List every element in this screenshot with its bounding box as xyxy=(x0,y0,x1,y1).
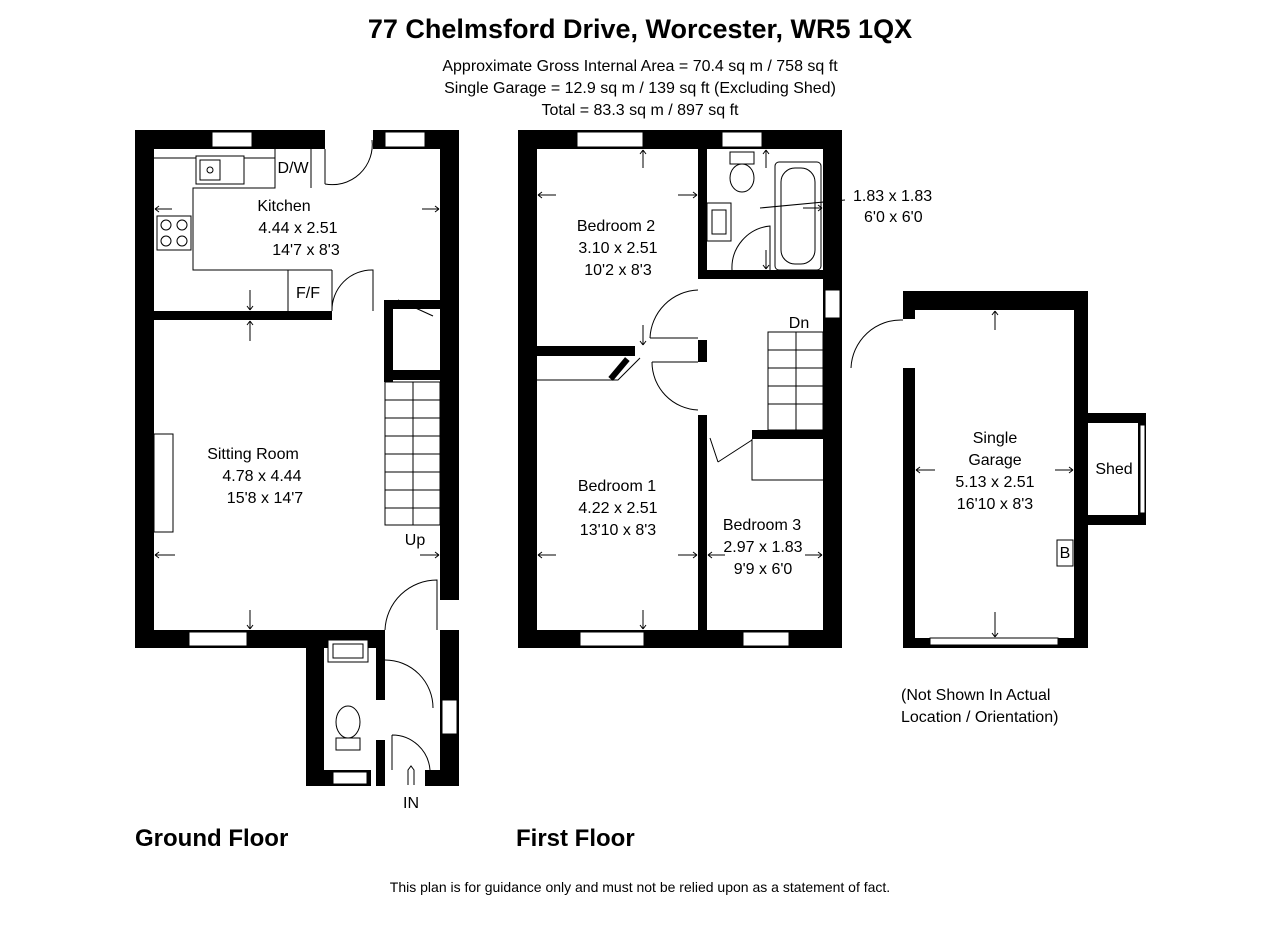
garage-note-line2: Location / Orientation) xyxy=(901,709,1058,726)
garage-note-line1: (Not Shown In Actual xyxy=(901,687,1050,704)
fridge-freezer-label: F/F xyxy=(296,285,320,302)
bathroom-imperial: 6'0 x 6'0 xyxy=(864,209,923,226)
page-title: 77 Chelmsford Drive, Worcester, WR5 1QX xyxy=(368,14,912,44)
boiler-label: B xyxy=(1060,545,1071,562)
first-floor-label: First Floor xyxy=(516,825,635,852)
kitchen-imperial: 14'7 x 8'3 xyxy=(272,242,340,259)
area-line-garage: Single Garage = 12.9 sq m / 139 sq ft (E… xyxy=(444,80,836,97)
bedroom3-name: Bedroom 3 xyxy=(723,517,801,534)
first-floor-dimension-arrows xyxy=(537,149,846,630)
bedroom2-imperial: 10'2 x 8'3 xyxy=(584,262,652,279)
ground-floor-plan xyxy=(135,130,459,786)
bedroom2-metric: 3.10 x 2.51 xyxy=(578,240,657,257)
bedroom1-name: Bedroom 1 xyxy=(578,478,656,495)
sitting-room-imperial: 15'8 x 14'7 xyxy=(227,490,303,507)
kitchen-dimension-arrows xyxy=(154,205,440,630)
sitting-room-metric: 4.78 x 4.44 xyxy=(222,468,301,485)
sitting-room-name: Sitting Room xyxy=(207,446,299,463)
bedroom2-name: Bedroom 2 xyxy=(577,218,655,235)
garage-imperial: 16'10 x 8'3 xyxy=(957,496,1033,513)
garage-name-line1: Single xyxy=(973,430,1018,447)
ground-floor-label: Ground Floor xyxy=(135,825,288,852)
bathroom-metric: 1.83 x 1.83 xyxy=(853,188,932,205)
area-line-total: Total = 83.3 sq m / 897 sq ft xyxy=(542,102,740,119)
bedroom3-metric: 2.97 x 1.83 xyxy=(723,539,802,556)
kitchen-metric: 4.44 x 2.51 xyxy=(258,220,337,237)
garage-plan xyxy=(850,291,1146,648)
bedroom1-imperial: 13'10 x 8'3 xyxy=(580,522,656,539)
garage-name-line2: Garage xyxy=(968,452,1021,469)
area-line-internal: Approximate Gross Internal Area = 70.4 s… xyxy=(442,58,838,75)
bedroom1-metric: 4.22 x 2.51 xyxy=(578,500,657,517)
stairs-down-label: Dn xyxy=(789,315,809,332)
kitchen-name: Kitchen xyxy=(257,198,310,215)
garage-metric: 5.13 x 2.51 xyxy=(955,474,1034,491)
dishwasher-label: D/W xyxy=(277,160,309,177)
stairs-up-label: Up xyxy=(405,532,426,549)
first-floor-plan xyxy=(518,130,846,648)
disclaimer: This plan is for guidance only and must … xyxy=(390,879,890,895)
shed-label: Shed xyxy=(1095,461,1132,478)
bedroom3-imperial: 9'9 x 6'0 xyxy=(734,561,793,578)
entrance-label: IN xyxy=(403,795,419,812)
